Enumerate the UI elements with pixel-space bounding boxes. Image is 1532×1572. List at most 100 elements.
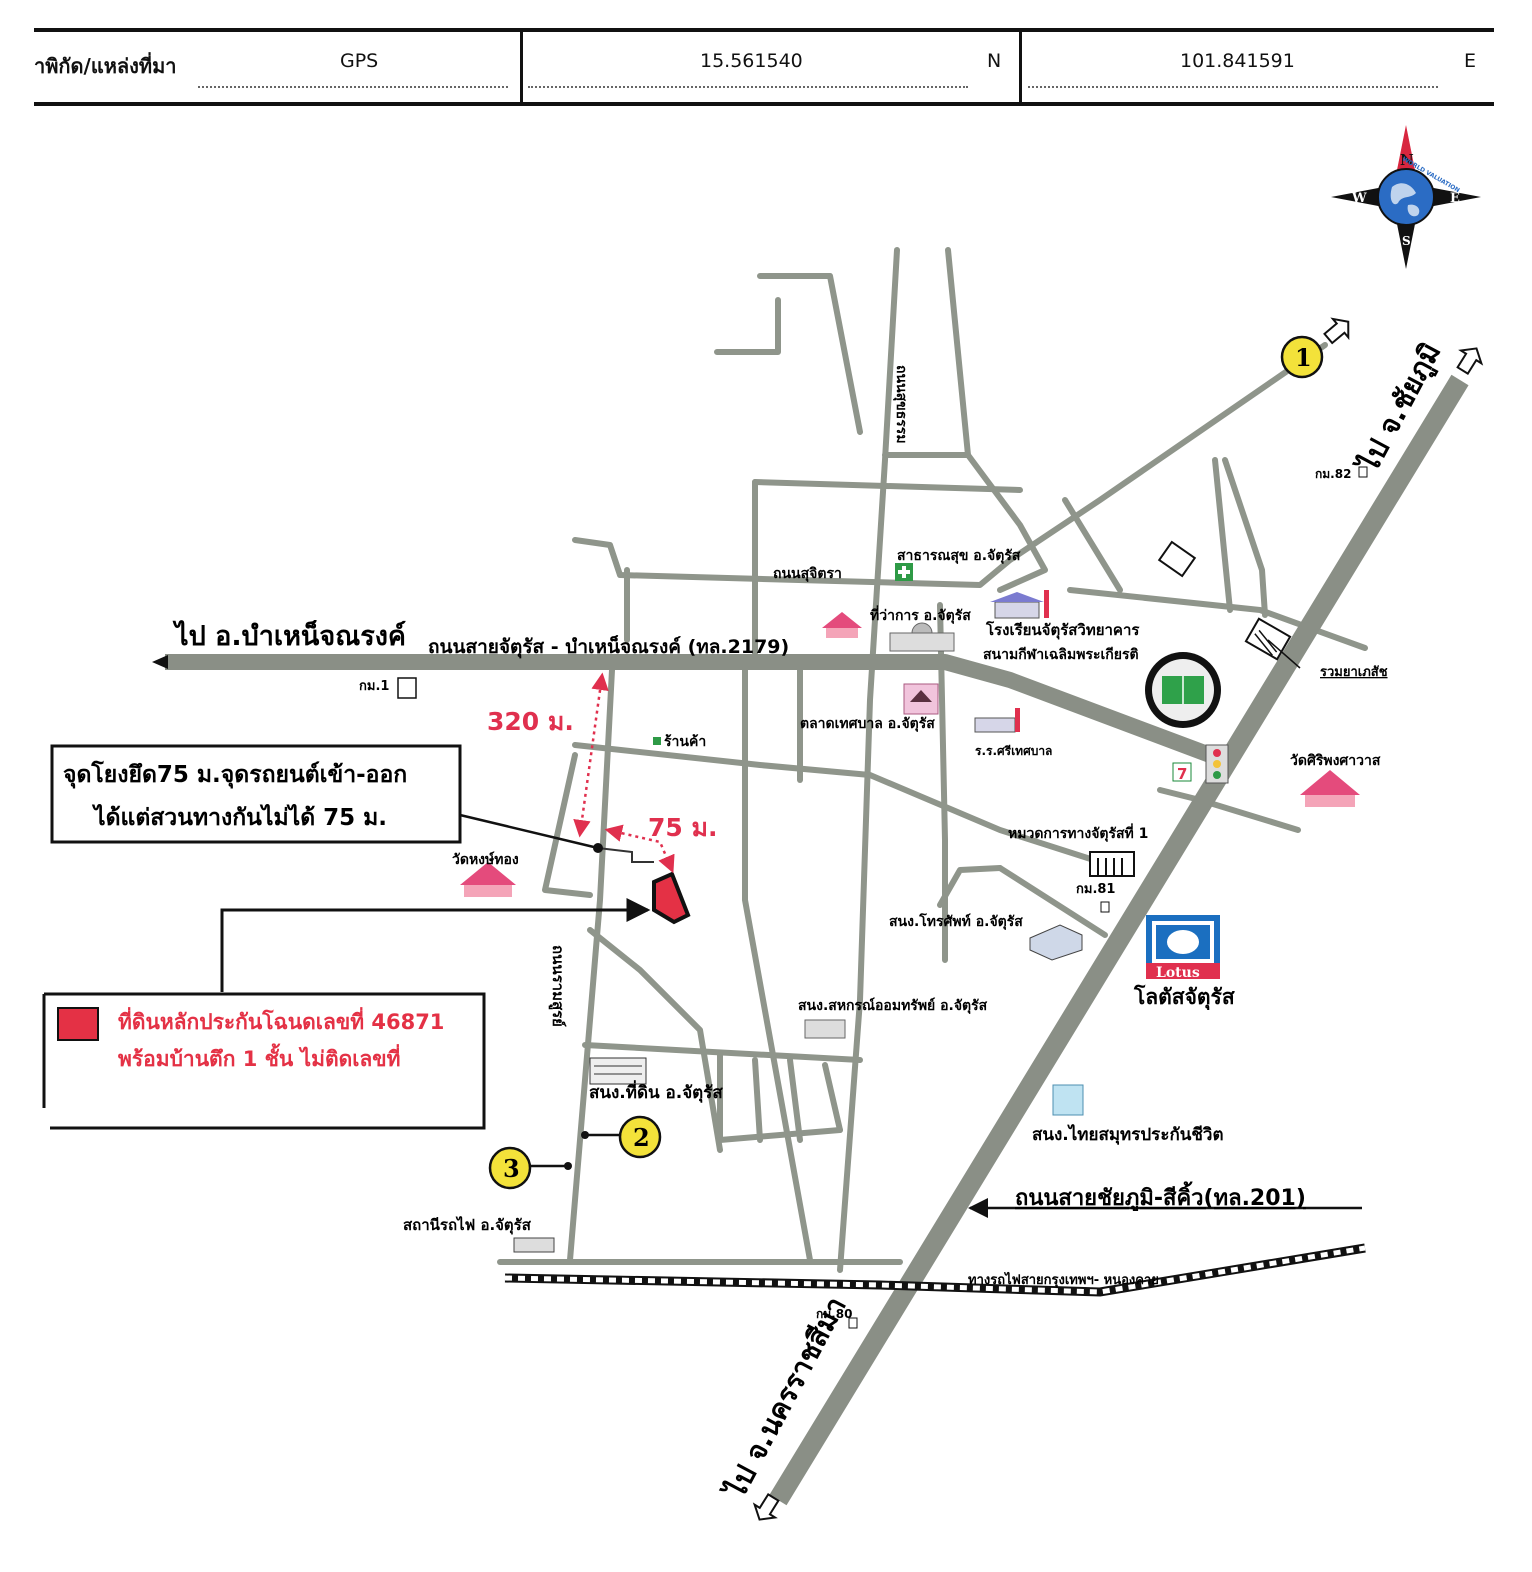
km-post-label: กม.81 (1076, 882, 1115, 897)
arrow-up-right-icon (1323, 317, 1350, 345)
road (752, 479, 1023, 493)
distance-75-label: 75 ม. (648, 813, 717, 842)
road-label-ramasun: ถนนรามสูรย์ (548, 945, 567, 1027)
access-lane (597, 847, 654, 863)
traffic-light-icon (1205, 744, 1229, 784)
coord-source-label: าพิกัด/แหล่งที่มา (34, 54, 177, 78)
compass-east-label: E (1450, 191, 1460, 206)
place-label-telephone: สนง.โทรศัพท์ อ.จัตุรัส (889, 912, 1023, 930)
access-note-box (50, 744, 462, 844)
marker-number: 1 (1295, 343, 1312, 372)
market-icon (903, 683, 939, 715)
seven-eleven-icon: 7 (1172, 762, 1192, 783)
arrow-left-icon (152, 655, 168, 669)
collateral-land-parcel (652, 871, 691, 925)
road (572, 742, 1103, 865)
legend-box (44, 992, 486, 1130)
office-building-icon (1029, 924, 1083, 961)
legend-pointer-line (220, 898, 651, 992)
compass-south-label: S (1402, 234, 1411, 248)
road-label-2179: ถนนสายจัตุรัส - บำเหน็จณรงค์ (ทล.2179) (428, 634, 789, 659)
sukhumtham-road (837, 247, 900, 1273)
place-label-temple-siri: วัดศิริพงศาวาส (1290, 753, 1381, 769)
road-2179 (165, 654, 1213, 763)
road (717, 1127, 843, 1143)
km-post-label: กม.1 (359, 679, 389, 694)
road (1212, 457, 1233, 613)
place-label-stadium: สนามกีฬาเฉลิมพระเกียรติ (983, 647, 1139, 663)
km-post-icon (397, 677, 417, 699)
place-label-health: สาธารณสุข อ.จัตุรัส (897, 548, 1021, 564)
road (542, 752, 593, 898)
road (582, 1042, 863, 1063)
place-label-pharmacy: รวมยาเภสัช (1320, 665, 1388, 680)
temple-icon (460, 862, 516, 897)
road (1067, 587, 1368, 651)
place-label-highway-unit: หมวดการทางจัตุรัสที่ 1 (1008, 823, 1148, 842)
marker-point (564, 1162, 572, 1170)
highway-201 (769, 374, 1469, 1506)
legend-swatch (57, 1007, 99, 1041)
arrow-down-left-icon (752, 1492, 780, 1521)
road (587, 927, 723, 1153)
longitude-value: 101.841591 (1180, 50, 1295, 72)
latitude-value: 15.561540 (700, 50, 803, 72)
tower-building-icon (1052, 1084, 1084, 1116)
compass-west-label: W (1351, 191, 1367, 206)
road (757, 273, 863, 435)
km-post-icon (1100, 901, 1110, 913)
km-post-icon (1358, 466, 1368, 478)
header-divider (1019, 28, 1022, 106)
train-station-icon (513, 1237, 555, 1253)
stadium-icon (1145, 652, 1221, 728)
place-label-school: โรงเรียนจัตุรัสวิทยาคาร (985, 620, 1140, 640)
road (937, 865, 1003, 908)
shop-icon (653, 737, 661, 745)
coord-source-value: GPS (340, 50, 379, 72)
school-building-icon (974, 708, 1020, 733)
arrow-up-right-icon (1456, 347, 1484, 376)
place-label-market: ตลาดเทศบาล อ.จัตุรัส (800, 716, 935, 732)
highway-office-icon (1089, 851, 1135, 877)
marker-2: 2 (618, 1115, 662, 1159)
access-note-line1: จุดโยงยึด75 ม.จุดรถยนต์เข้า-ออก (63, 760, 407, 789)
place-label-insurance: สนง.ไทยสมุทรประกันชีวิต (1032, 1124, 1223, 1145)
marker-number: 2 (633, 1123, 650, 1152)
road-label-sukhitra: ถนนสุจิตรา (773, 566, 842, 582)
road (965, 452, 1048, 593)
place-label-school2: ร.ร.ศรีเทศบาล (975, 744, 1052, 758)
place-label-land-office: สนง.ที่ดิน อ.จัตุรัส (589, 1080, 723, 1103)
marker-point (581, 1131, 589, 1139)
legend-line2: พร้อมบ้านตึก 1 ชั้น ไม่ติดเลขที่ (118, 1043, 401, 1071)
legend-line1: ที่ดินหลักประกันโฉนดเลขที่ 46871 (118, 1006, 444, 1034)
km-post-label: กม.82 (1315, 467, 1351, 481)
road (742, 662, 813, 1263)
distance-320-line (573, 672, 609, 838)
dotted-line (528, 86, 968, 88)
longitude-direction: E (1464, 50, 1477, 72)
place-label-temple-hong: วัดหงษ์ทอง (452, 851, 519, 868)
road (937, 602, 948, 963)
temple-icon (1300, 770, 1360, 807)
place-label-station: สถานีรถไฟ อ.จัตุรัส (403, 1215, 532, 1235)
svg-text:7: 7 (1177, 765, 1187, 783)
road-label-201: ถนนสายชัยภูมิ-สีคิ้ว(ทล.201) (1015, 1181, 1306, 1212)
railway-label: ทางรถไฟสายกรุงเทพฯ- หนองคาย (968, 1271, 1159, 1288)
building-icon (1157, 540, 1197, 578)
road-label-to-bamnet: ไป อ.บำเหน็จณรงค์ (172, 618, 406, 652)
compass-north-label: N (1400, 151, 1414, 169)
hospital-cross-icon (895, 563, 913, 581)
road (714, 297, 781, 355)
km-post-icon (848, 1317, 858, 1329)
marker-number: 3 (503, 1154, 520, 1183)
dotted-line (198, 86, 508, 88)
road (1062, 497, 1123, 593)
dotted-line (1028, 86, 1438, 88)
distance-320-label: 320 ม. (487, 707, 574, 736)
leader-line (1267, 639, 1301, 669)
temple-icon (822, 612, 862, 638)
place-label-coop: สนง.สหกรณ์ออมทรัพย์ อ.จัตุรัส (798, 997, 988, 1014)
header-top-rule (34, 28, 1494, 32)
road (997, 865, 1108, 938)
